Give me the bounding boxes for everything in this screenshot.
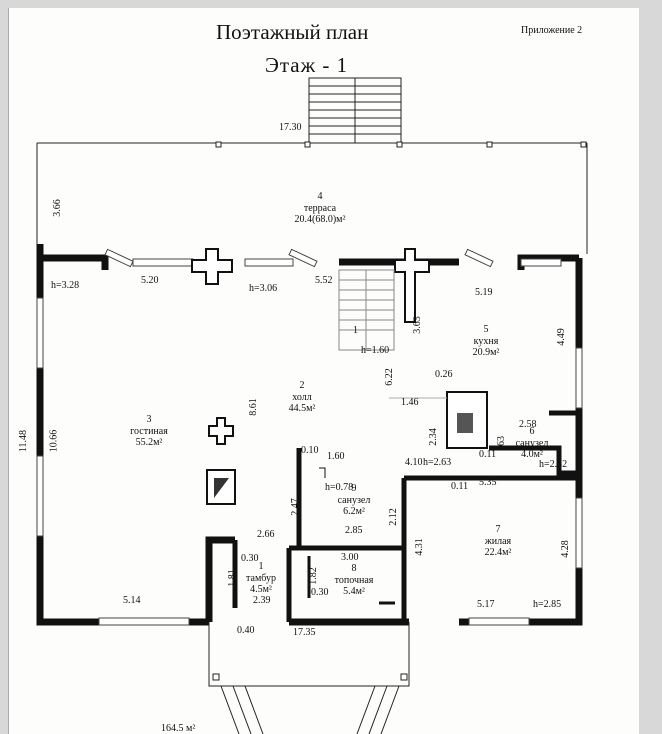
dim-2-58: 2.58 [519,419,537,430]
dim-bottom-17-35: 17.35 [293,627,316,638]
dim-2-47: 2.47 [289,498,301,516]
terrace-posts [215,141,587,148]
east-window-1 [575,347,583,409]
dim-0-40: 0.40 [237,625,255,636]
dim-2-66: 2.66 [257,529,275,540]
west-window-2 [36,455,44,537]
dim-1-60: 1.60 [327,451,345,462]
dim-h-0-78: h=0.78 [325,482,354,493]
wall-bath6-bottom [489,445,579,476]
south-window-2 [468,617,530,626]
wall-vestibule-west [205,536,235,622]
appendix-label: Приложение 2 [521,25,583,36]
dim-living-10-66: 10.66 [48,429,60,453]
dim-2-85: 2.85 [345,525,363,536]
dim-0-30-b: 0.30 [311,587,329,598]
dim-1-82: 1.82 [307,567,319,585]
dim-terrace-depth: 3.66 [51,199,63,217]
dim-1-81: 1.81 [226,569,238,587]
south-window-1 [98,617,190,626]
dim-h-1-60: h=1.60 [361,345,390,356]
dim-top-width: 17.30 [279,122,302,133]
dim-0-11-a: 0.11 [479,449,497,460]
dim-h-3-28: h=3.28 [51,280,80,291]
dim-5-19: 5.19 [475,287,493,298]
dim-5-52: 5.52 [315,275,333,286]
dim-h-3-06: h=3.06 [249,283,278,294]
dim-2-39: 2.39 [253,595,271,606]
dim-5-14: 5.14 [123,595,141,606]
plan-title: Поэтажный план [216,20,369,44]
dim-stair-1: 1 [353,325,358,336]
dim-kitchen-4-49: 4.49 [555,328,567,346]
dim-2-12: 2.12 [387,508,399,526]
dim-3-00: 3.00 [341,552,359,563]
dim-4-31: 4.31 [413,538,425,556]
dim-0-10: 0.10 [301,445,319,456]
dim-0-26: 0.26 [435,369,453,380]
north-piers [191,248,430,323]
interior-stair [338,269,395,351]
dim-4-28: 4.28 [559,540,571,558]
west-window-1 [36,297,44,369]
dim-0-30-a: 0.30 [241,553,259,564]
dim-1-46: 1.46 [401,397,419,408]
fireplace [206,417,236,505]
wall-north-west [40,254,109,270]
kitchen-stove [446,391,488,449]
bath9-door-mark [319,467,326,478]
dim-total-11-48: 11.48 [18,429,30,453]
dim-5-17: 5.17 [477,599,495,610]
dim-hall-8-61: 8.61 [247,398,259,416]
dim-63: 63 [496,436,507,446]
east-window-2 [575,497,583,569]
dim-h-2-63: h=2.63 [423,457,452,468]
dim-0-11-b: 0.11 [451,481,469,492]
floor-label: Этаж - 1 [265,53,349,77]
dim-4-10: 4.10 [405,457,423,468]
dim-h-2-52: h=2.52 [539,459,568,470]
north-windows [104,248,562,268]
total-area-label: 164.5 м² [161,723,196,734]
terrace-stairs [308,77,402,144]
dim-2-34: 2.34 [427,428,439,446]
dim-stair-6-22: 6.22 [383,368,395,386]
dim-5-35: 5.35 [479,477,497,488]
floor-plan-drawing [36,77,588,734]
dim-h-2-85: h=2.85 [533,599,562,610]
dim-5-20: 5.20 [141,275,159,286]
dim-stair-3-63: 3.63 [411,316,423,334]
entrance-porch [208,622,410,734]
